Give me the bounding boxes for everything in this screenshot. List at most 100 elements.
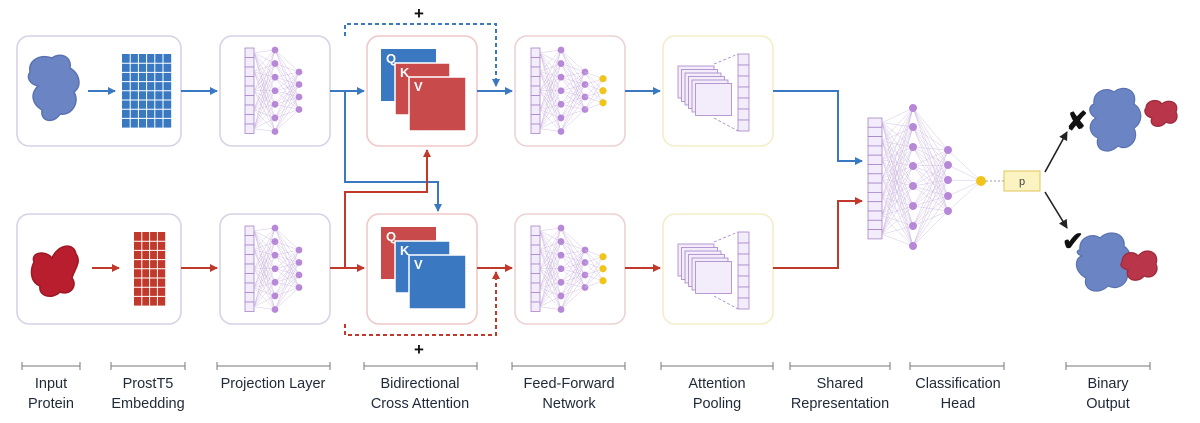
arrows-blue — [88, 23, 863, 212]
pooling-top — [677, 53, 750, 132]
edge — [912, 164, 949, 227]
edge — [253, 63, 276, 72]
edge — [253, 52, 276, 91]
edge — [253, 71, 276, 105]
embedding-grid-red — [134, 232, 166, 306]
edge — [912, 195, 949, 207]
pooling-guide — [713, 117, 739, 132]
ffn-mlp-bottom — [530, 224, 607, 313]
edge — [539, 230, 562, 256]
input-cell — [244, 263, 255, 274]
protein-complex-negative-icon — [1089, 87, 1142, 152]
input-cell — [530, 235, 541, 246]
edge — [912, 149, 949, 207]
edge — [274, 255, 300, 288]
edge — [560, 77, 586, 110]
edge — [560, 84, 586, 132]
pooled-cell — [737, 119, 750, 132]
edge — [560, 90, 586, 98]
edge — [253, 287, 276, 310]
edge — [584, 78, 604, 98]
edge — [912, 165, 949, 181]
edge — [560, 71, 586, 105]
edge — [539, 230, 562, 269]
output-node — [599, 87, 607, 95]
input-cell — [530, 254, 541, 265]
hidden-node — [944, 176, 952, 184]
input-cell — [530, 104, 541, 115]
edge — [253, 104, 276, 110]
pooled-cell — [737, 86, 750, 99]
hidden-node — [557, 100, 565, 108]
edge — [253, 227, 276, 250]
edge — [584, 249, 604, 281]
edge — [274, 71, 300, 119]
edge — [539, 77, 562, 110]
edge — [274, 77, 300, 110]
edge — [274, 71, 300, 78]
input-cell — [244, 282, 255, 293]
edge — [539, 90, 562, 119]
hidden-node — [557, 60, 565, 67]
edge — [560, 90, 586, 110]
edge — [539, 227, 562, 231]
edge — [560, 96, 586, 132]
edge — [560, 104, 586, 110]
edge — [539, 63, 562, 72]
edge — [539, 49, 562, 72]
shared-cell — [867, 154, 883, 165]
output-node — [599, 75, 607, 83]
hidden-node — [295, 284, 303, 291]
hidden-node — [557, 46, 565, 54]
edge — [539, 282, 562, 307]
edge — [253, 71, 276, 78]
edge — [560, 255, 586, 288]
edge — [274, 227, 300, 276]
hidden-node — [944, 161, 952, 169]
hidden-node — [271, 100, 279, 108]
edge — [560, 96, 586, 105]
edge — [253, 52, 276, 78]
edge — [253, 230, 276, 283]
hidden-node — [557, 224, 565, 232]
hidden-node — [271, 224, 279, 232]
edge — [584, 90, 604, 110]
input-cell — [244, 301, 255, 312]
edge — [253, 295, 276, 307]
embedding-grid-blue — [122, 54, 172, 128]
edge — [881, 178, 914, 227]
edge — [274, 249, 300, 297]
input-cell — [530, 263, 541, 274]
stage-label-line1: Input — [35, 376, 67, 392]
input-cell — [530, 123, 541, 134]
edge — [274, 262, 300, 310]
edge — [912, 149, 949, 187]
edge — [253, 287, 276, 297]
edge — [539, 268, 562, 307]
edge — [539, 109, 562, 119]
edge — [912, 164, 949, 187]
hidden-node — [557, 238, 565, 245]
edge — [274, 249, 300, 256]
edge — [274, 63, 300, 110]
edge — [253, 230, 276, 242]
edge — [274, 96, 300, 132]
hidden-node — [909, 222, 917, 230]
edge — [253, 49, 276, 129]
hidden-node — [271, 306, 279, 313]
hidden-node — [944, 207, 952, 215]
edge — [881, 178, 914, 207]
edge — [274, 109, 300, 132]
input-cell — [530, 114, 541, 125]
edge — [253, 52, 276, 118]
edge — [912, 107, 949, 212]
hidden-node — [295, 81, 303, 88]
edge — [274, 84, 300, 91]
edge — [560, 249, 586, 297]
edge — [253, 227, 276, 231]
edge — [881, 122, 914, 227]
edge — [584, 268, 604, 288]
edge — [584, 256, 604, 288]
edge — [912, 185, 949, 197]
edge — [881, 159, 914, 187]
